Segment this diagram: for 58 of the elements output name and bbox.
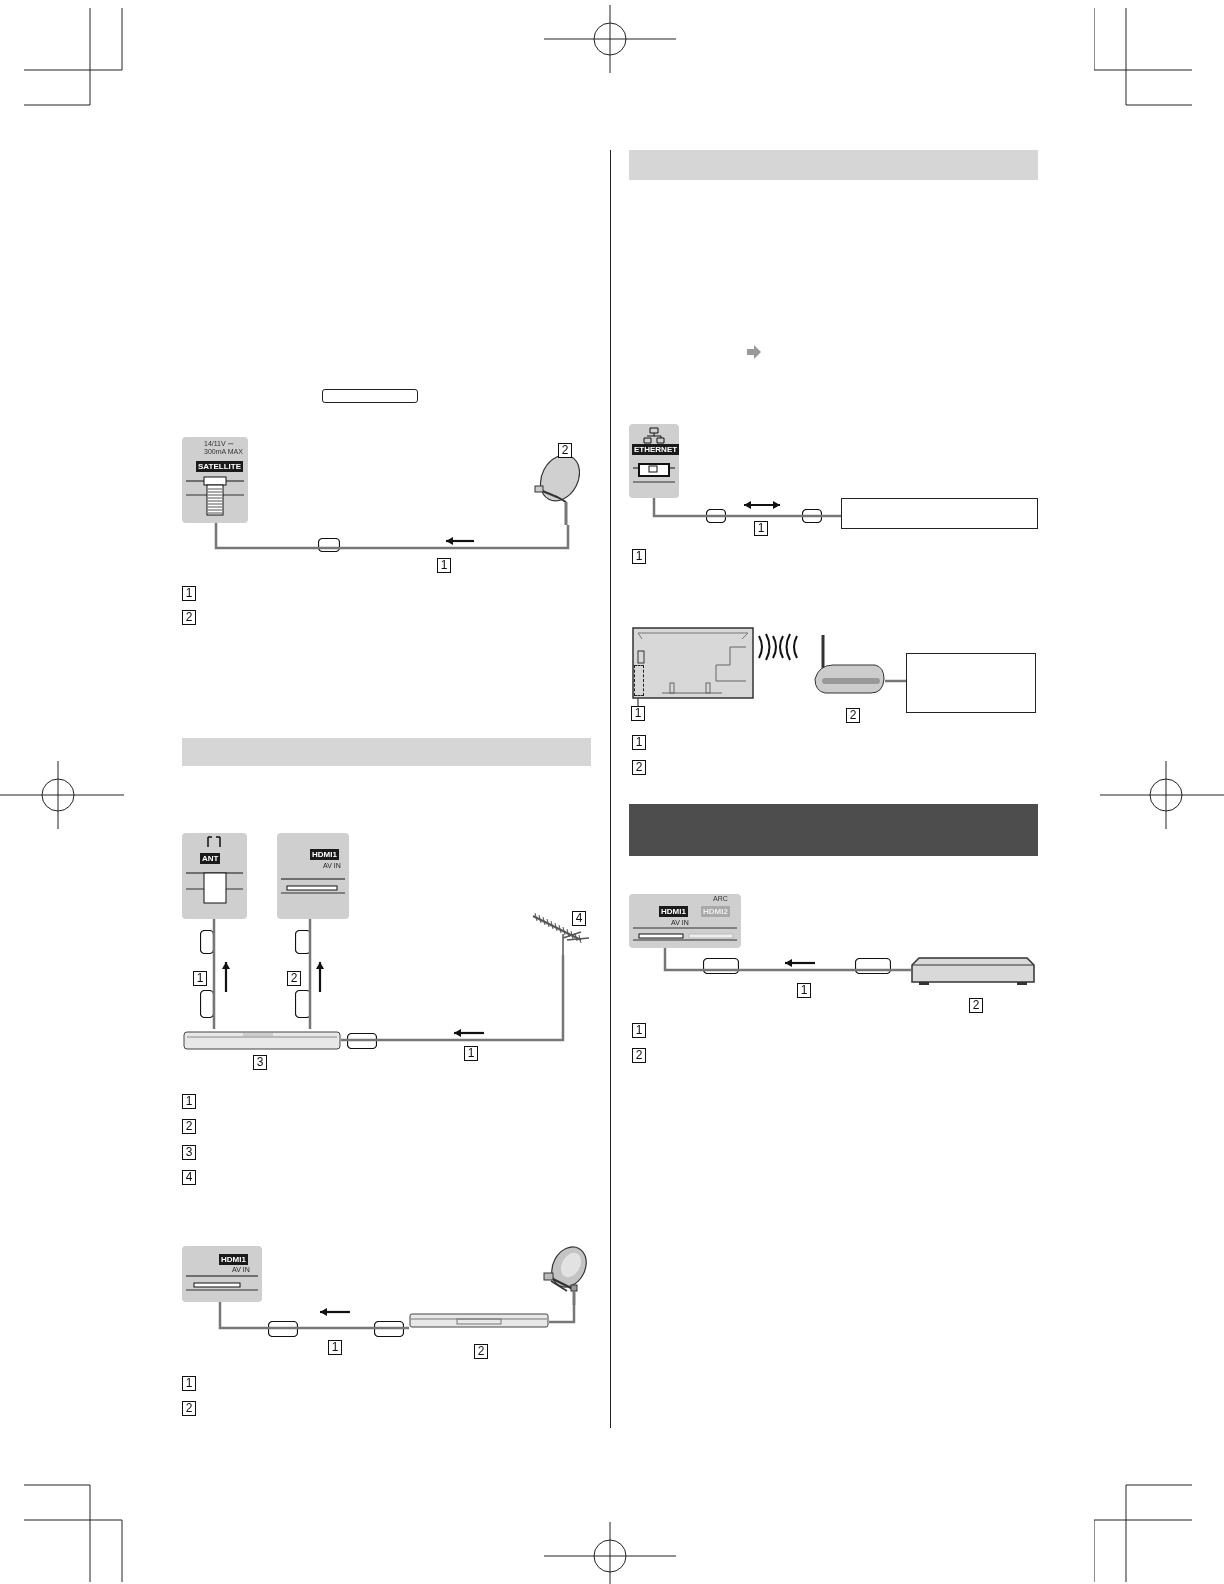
- port-label: HDMI2: [701, 906, 730, 917]
- callout-number: 2: [182, 1401, 196, 1416]
- cable: [549, 1305, 576, 1324]
- callout-number: 2: [287, 971, 301, 986]
- cable: [212, 919, 216, 1029]
- dashed-outline: [634, 665, 644, 696]
- callout-number: 2: [558, 443, 572, 458]
- callout-number: 1: [193, 971, 207, 986]
- callout-number: 1: [632, 549, 646, 564]
- port-panel: [182, 1246, 262, 1302]
- callout-number: 1: [182, 1094, 196, 1109]
- callout-number: 1: [328, 1340, 342, 1355]
- empty-box: [906, 653, 1036, 713]
- aerial-drawing: [531, 910, 591, 955]
- port-label: ANT: [200, 853, 221, 864]
- cable: [663, 948, 911, 972]
- callout-number: 4: [572, 911, 586, 926]
- port-panel: [182, 437, 248, 523]
- callout-number: 1: [464, 1046, 478, 1061]
- callout-number: 1: [631, 706, 645, 721]
- recorder-drawing: [183, 1029, 341, 1051]
- callout-number: 4: [182, 1170, 196, 1185]
- port-label: HDMI1: [659, 906, 688, 917]
- port-panel: [277, 833, 349, 919]
- port-label: ETHERNET: [632, 444, 680, 455]
- port-panel: [629, 424, 679, 498]
- cable: [341, 955, 565, 1042]
- callout-number: 1: [797, 983, 811, 998]
- port-label: HDMI1: [219, 1254, 248, 1265]
- callout-number: 2: [182, 1119, 196, 1134]
- callout-number: 2: [474, 1344, 488, 1359]
- callout-number: 1: [437, 558, 451, 573]
- port-panel: [629, 894, 741, 948]
- player-drawing: [911, 956, 1035, 986]
- port-label: HDMI1: [310, 849, 339, 860]
- callout-number: 1: [754, 521, 768, 536]
- port-label: SATELLITE: [196, 461, 243, 472]
- callout-number: 3: [182, 1145, 196, 1160]
- empty-box: [841, 498, 1038, 529]
- router-drawing: [813, 633, 885, 697]
- callout-number: 1: [182, 1376, 196, 1391]
- satellite-dish-drawing: [543, 1245, 587, 1305]
- callout-number: 1: [182, 586, 196, 601]
- callout-number: 1: [632, 1023, 646, 1038]
- callout-number: 2: [632, 760, 646, 775]
- cable: [885, 679, 906, 683]
- receiver-drawing: [409, 1313, 549, 1329]
- callout-number: 2: [969, 998, 983, 1013]
- cable: [652, 498, 841, 518]
- cable: [214, 523, 570, 550]
- callout-number: 3: [253, 1055, 267, 1070]
- callout-number: 1: [632, 735, 646, 750]
- callout-number: 2: [846, 708, 860, 723]
- callout-number: 2: [632, 1048, 646, 1063]
- cable: [308, 919, 312, 1029]
- cable: [218, 1302, 409, 1330]
- callout-number: 2: [182, 610, 196, 625]
- port-panel: [182, 833, 247, 919]
